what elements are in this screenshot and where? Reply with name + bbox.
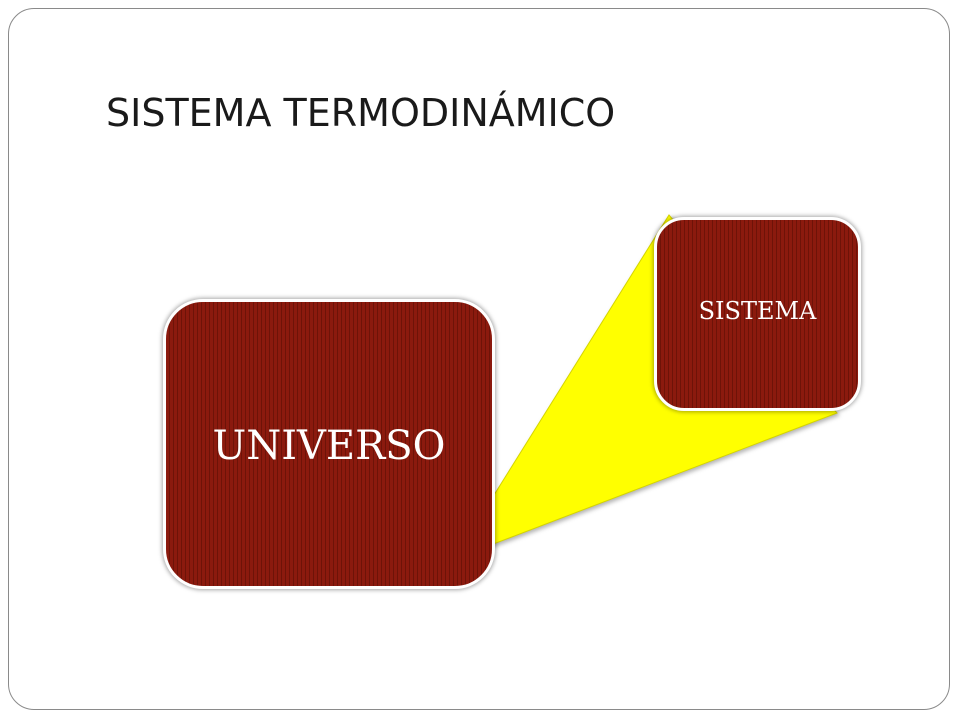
sistema-box: SISTEMA	[654, 217, 861, 411]
sistema-label: SISTEMA	[698, 297, 817, 325]
universo-label: UNIVERSO	[212, 423, 446, 469]
universo-box: UNIVERSO	[163, 299, 495, 589]
slide-title: SISTEMA TERMODINÁMICO	[106, 91, 616, 135]
slide: SISTEMA TERMODINÁMICO UNIVERSO SISTEMA	[8, 8, 950, 710]
